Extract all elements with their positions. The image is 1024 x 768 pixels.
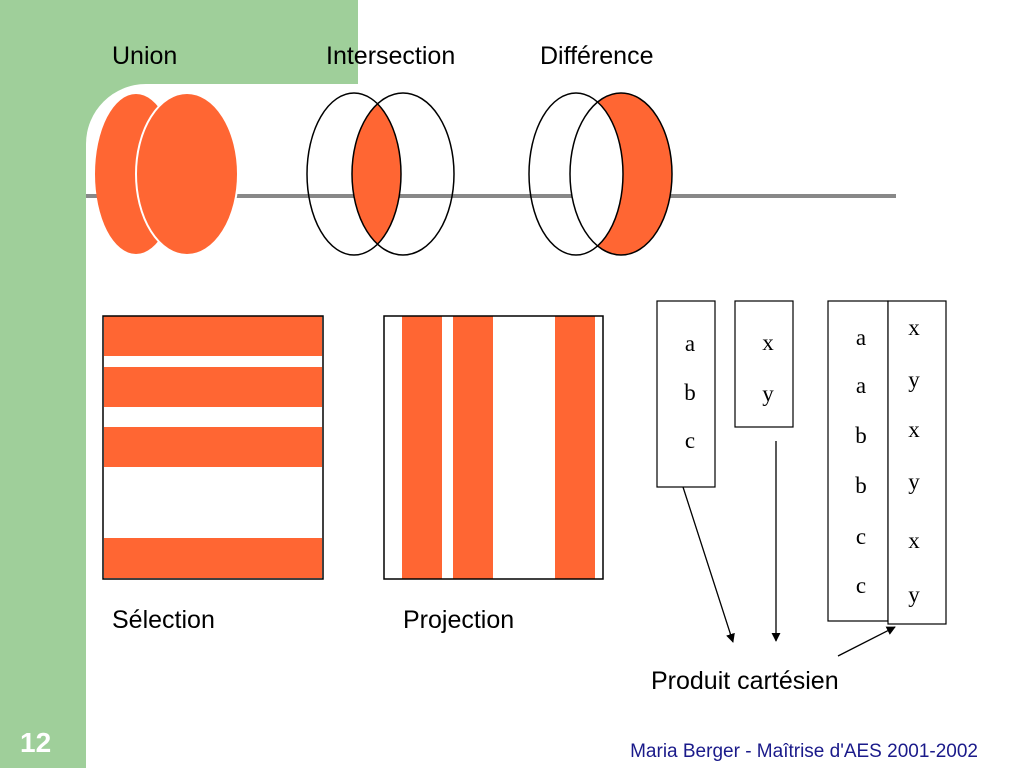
page-number: 12 — [20, 727, 52, 758]
product-left-cell: b — [855, 423, 867, 448]
top-band — [86, 0, 358, 84]
union-diagram — [95, 92, 239, 256]
product-right-cell: x — [908, 315, 920, 340]
product-left-cell: c — [856, 524, 866, 549]
product-left-cell: c — [856, 573, 866, 598]
label-projection: Projection — [403, 606, 515, 634]
projection-diagram — [383, 315, 604, 580]
table-left-cell: a — [685, 331, 695, 356]
table-right-cell: x — [762, 330, 774, 355]
product-right-cell: y — [908, 469, 920, 494]
selection-table-border — [102, 315, 324, 580]
product-right-cell: y — [908, 367, 920, 392]
footer-credit: Maria Berger - Maîtrise d'AES 2001-2002 — [630, 741, 978, 762]
arrow-left-table — [682, 486, 735, 643]
intersection-fill — [352, 93, 401, 255]
selection-row-1 — [104, 316, 322, 356]
product-left-box — [827, 300, 889, 622]
selection-row-4 — [104, 538, 322, 578]
product-left-cell: a — [856, 325, 866, 350]
projection-table-border — [383, 315, 604, 580]
product-right-cell: x — [908, 417, 920, 442]
product-right-box — [887, 300, 947, 625]
intersection-set-b — [351, 92, 455, 256]
table-right-cell: y — [762, 381, 774, 406]
product-left-cell: a — [856, 373, 866, 398]
projection-column-1 — [402, 316, 442, 579]
selection-row-3 — [104, 427, 322, 467]
sidebar-band — [0, 0, 86, 768]
label-selection: Sélection — [112, 606, 215, 634]
table-left-box — [656, 300, 716, 488]
union-set-b — [135, 92, 239, 256]
title-intersection: Intersection — [326, 42, 456, 70]
product-right-cell: x — [908, 528, 920, 553]
label-cartesian-product: Produit cartésien — [651, 667, 839, 695]
table-left-cell: b — [684, 380, 696, 405]
difference-set-a — [528, 92, 624, 256]
table-left-cell: c — [685, 428, 695, 453]
product-left-cell: b — [855, 473, 867, 498]
intersection-set-a — [306, 92, 402, 256]
projection-column-2 — [453, 316, 493, 579]
selection-diagram — [102, 315, 324, 580]
product-right-cell: y — [908, 582, 920, 607]
title-difference: Différence — [540, 42, 654, 70]
selection-row-2 — [104, 367, 322, 407]
difference-diagram — [528, 92, 673, 256]
arrow-to-product — [837, 626, 896, 657]
table-right-box — [734, 300, 794, 428]
intersection-diagram — [306, 92, 455, 256]
difference-cutout — [570, 93, 623, 255]
projection-column-3 — [555, 316, 595, 579]
difference-set-b — [569, 92, 673, 256]
title-union: Union — [112, 42, 178, 70]
cartesian-product-diagram: a b c x y a a b b c c x y x y x y — [656, 300, 947, 657]
